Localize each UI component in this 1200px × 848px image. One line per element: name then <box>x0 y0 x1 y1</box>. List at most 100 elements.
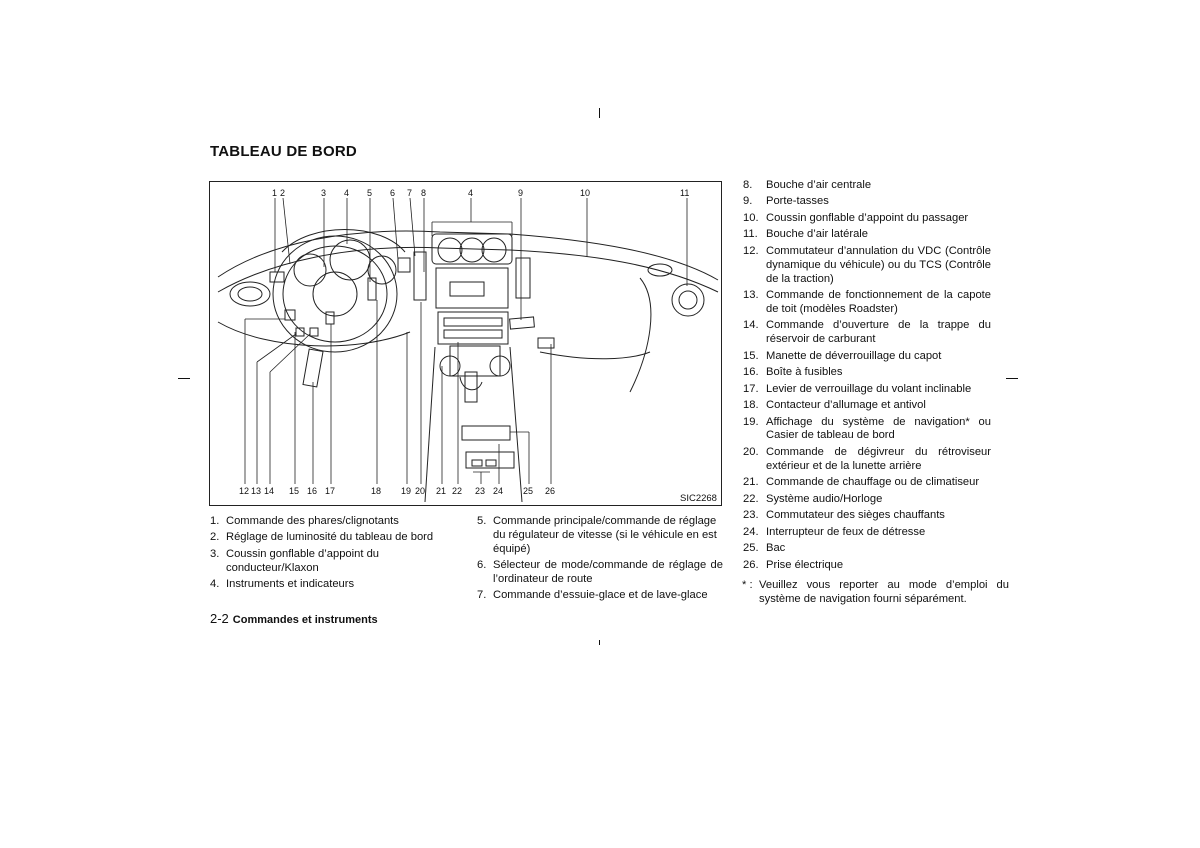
callout-bottom-22: 22 <box>452 486 462 496</box>
item-text: Bouche d’air centrale <box>766 179 871 191</box>
crop-mark-bottom <box>599 640 600 645</box>
callout-top-7: 7 <box>407 188 412 198</box>
dashboard-illustration: 1 2 3 4 5 6 7 8 4 9 10 11 12 13 14 15 16… <box>209 181 722 506</box>
callout-top-9: 9 <box>518 188 523 198</box>
callout-top-11: 11 <box>680 188 689 198</box>
crop-mark-left <box>178 378 190 379</box>
item-text: Sélecteur de mode/commande de réglage de… <box>493 559 723 585</box>
callout-bottom-15: 15 <box>289 486 299 496</box>
list-item: 21.Commande de chauffage ou de climatise… <box>743 476 991 490</box>
item-number: 18. <box>743 399 759 413</box>
item-text: Porte-tasses <box>766 195 829 207</box>
item-text: Commutateur d’annulation du VDC (Contrôl… <box>766 245 991 285</box>
item-text: Prise électrique <box>766 559 843 571</box>
item-number: 17. <box>743 383 759 397</box>
list-item: 16.Boîte à fusibles <box>743 366 991 380</box>
item-number: 7. <box>477 589 486 603</box>
item-number: 5. <box>477 515 486 529</box>
item-text: Commutateur des sièges chauffants <box>766 509 945 521</box>
item-text: Coussin gonflable d’appoint du passager <box>766 212 968 224</box>
callout-top-2: 2 <box>280 188 285 198</box>
list-item: 1.Commande des phares/clignotants <box>210 515 460 529</box>
list-item: 22. Système audio/Horloge <box>743 493 991 507</box>
item-number: 8. <box>743 179 752 193</box>
crop-mark-right <box>1006 378 1018 379</box>
navigation-footnote: * : Veuillez vous reporter au mode d’empl… <box>742 579 1009 607</box>
item-number: 3. <box>210 548 219 562</box>
item-number: 12. <box>743 245 759 259</box>
legend-list-right: 8. Bouche d’air centrale 9.Porte-tasses 1… <box>743 179 991 575</box>
item-text: Commande des phares/clignotants <box>226 515 399 527</box>
callout-bottom-23: 23 <box>475 486 485 496</box>
list-item: 17. Levier de verrouillage du volant incl… <box>743 383 991 397</box>
item-number: 20. <box>743 446 759 460</box>
callout-bottom-24: 24 <box>493 486 503 496</box>
item-text: Affichage du système de navigation* ou C… <box>766 416 991 442</box>
list-item: 24. Interrupteur de feux de détresse <box>743 526 991 540</box>
item-number: 15. <box>743 350 759 364</box>
footnote-mark: * : <box>742 579 753 593</box>
page-title: TABLEAU DE BORD <box>210 143 357 160</box>
callout-top-8: 8 <box>421 188 426 198</box>
item-number: 22. <box>743 493 759 507</box>
footnote-text: Veuillez vous reporter au mode d’emploi … <box>759 579 1009 605</box>
item-number: 10. <box>743 212 759 226</box>
callout-bottom-12: 12 <box>239 486 249 496</box>
callout-bottom-14: 14 <box>264 486 274 496</box>
item-number: 26. <box>743 559 759 573</box>
callout-bottom-13: 13 <box>251 486 261 496</box>
item-number: 25. <box>743 542 759 556</box>
item-text: Interrupteur de feux de détresse <box>766 526 925 538</box>
list-item: 9.Porte-tasses <box>743 195 991 209</box>
list-item: 11.Bouche d’air latérale <box>743 228 991 242</box>
item-number: 23. <box>743 509 759 523</box>
list-item: 26. Prise électrique <box>743 559 991 573</box>
item-number: 14. <box>743 319 759 333</box>
dashboard-drawing <box>210 182 722 506</box>
item-text: Manette de déverrouillage du capot <box>766 350 941 362</box>
item-text: Réglage de luminosité du tableau de bord <box>226 531 433 543</box>
callout-top-4b: 4 <box>468 188 473 198</box>
list-item: 23. Commutateur des sièges chauffants <box>743 509 991 523</box>
list-item: 14. Commande d’ouverture de la trappe du … <box>743 319 991 347</box>
item-text: Coussin gonflable d’appoint du conducteu… <box>226 548 379 574</box>
list-item: 5. Commande principale/commande de réglag… <box>477 515 723 556</box>
crop-mark-top <box>599 108 600 118</box>
list-item: 10. Coussin gonflable d’appoint du passag… <box>743 212 991 226</box>
item-text: Commande d’ouverture de la trappe du rés… <box>766 319 991 345</box>
list-item: 7. Commande d’essuie-glace et de lave-gla… <box>477 589 723 603</box>
callout-top-5: 5 <box>367 188 372 198</box>
callout-bottom-17: 17 <box>325 486 335 496</box>
legend-list-left: 1.Commande des phares/clignotants 2. Régl… <box>210 515 460 595</box>
item-text: Commande principale/commande de réglage … <box>493 515 717 555</box>
callout-bottom-19: 19 <box>401 486 411 496</box>
list-item: 12. Commutateur d’annulation du VDC (Cont… <box>743 245 991 286</box>
callout-bottom-21: 21 <box>436 486 446 496</box>
list-item: 2. Réglage de luminosité du tableau de bo… <box>210 531 460 545</box>
list-item: 19. Affichage du système de navigation* o… <box>743 416 991 444</box>
item-text: Commande d’essuie-glace et de lave-glace <box>493 589 708 601</box>
item-text: Bouche d’air latérale <box>766 228 868 240</box>
item-text: Bac <box>766 542 785 554</box>
callout-bottom-25: 25 <box>523 486 533 496</box>
item-text: Système audio/Horloge <box>766 493 882 505</box>
item-text: Levier de verrouillage du volant inclina… <box>766 383 971 395</box>
item-number: 24. <box>743 526 759 540</box>
item-number: 4. <box>210 578 219 592</box>
page-number: 2-2 <box>210 611 229 626</box>
list-item: 4. Instruments et indicateurs <box>210 578 460 592</box>
list-item: 18.Contacteur d’allumage et antivol <box>743 399 991 413</box>
item-text: Instruments et indicateurs <box>226 578 354 590</box>
item-text: Boîte à fusibles <box>766 366 843 378</box>
callout-top-10: 10 <box>580 188 590 198</box>
callout-bottom-16: 16 <box>307 486 317 496</box>
callout-bottom-20: 20 <box>415 486 425 496</box>
legend-list-middle: 5. Commande principale/commande de réglag… <box>477 515 723 606</box>
item-text: Commande de fonctionnement de la capote … <box>766 289 991 315</box>
item-number: 21. <box>743 476 759 490</box>
list-item: 13.Commande de fonctionnement de la capo… <box>743 289 991 317</box>
list-item: 6.Sélecteur de mode/commande de réglage … <box>477 559 723 587</box>
item-number: 19. <box>743 416 759 430</box>
item-number: 2. <box>210 531 219 545</box>
